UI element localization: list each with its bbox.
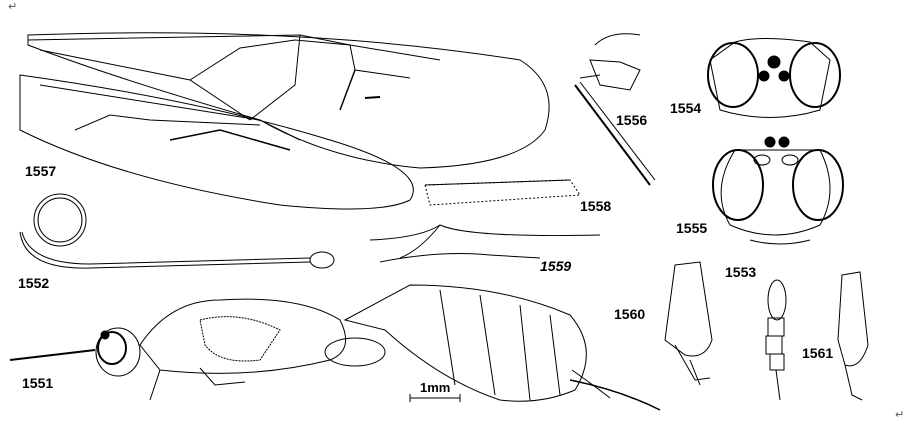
- tarsus-drawing-1560: [664, 261, 713, 386]
- head-frontal-drawing-1555: [712, 136, 844, 245]
- habitus-drawing-1551: [9, 284, 661, 411]
- paragraph-mark-bottom: ↵: [895, 408, 905, 421]
- figure-label-1560: 1560: [614, 306, 646, 322]
- figure-label-1561: 1561: [802, 345, 834, 361]
- figure-label-1555: 1555: [676, 220, 708, 236]
- antenna-segments-drawing-1553: [765, 279, 787, 401]
- figure-label-1552: 1552: [18, 275, 50, 291]
- figure-label-1556: 1556: [616, 112, 648, 128]
- figure-label-1557: 1557: [25, 163, 57, 179]
- figure-label-1559: 1559: [540, 258, 572, 274]
- tarsus-drawing-1561: [837, 271, 869, 401]
- forewing-drawing-1557: [27, 32, 550, 169]
- figure-label-1558: 1558: [580, 198, 612, 214]
- antenna-drawing-1552: [19, 193, 335, 269]
- figure-label-1551: 1551: [22, 375, 54, 391]
- figure-label-1553: 1553: [725, 264, 757, 280]
- scale-bar-label: 1mm: [420, 380, 451, 395]
- paragraph-mark-top: ↵: [8, 0, 18, 13]
- figure-label-1554: 1554: [670, 100, 702, 116]
- wing-detail-drawing-1558: [424, 179, 581, 206]
- head-dorsal-drawing-1554: [707, 38, 841, 118]
- venation-drawing-1559: [369, 224, 601, 263]
- hindwing-drawing: [19, 74, 414, 210]
- leg-drawing-1556: [574, 33, 656, 186]
